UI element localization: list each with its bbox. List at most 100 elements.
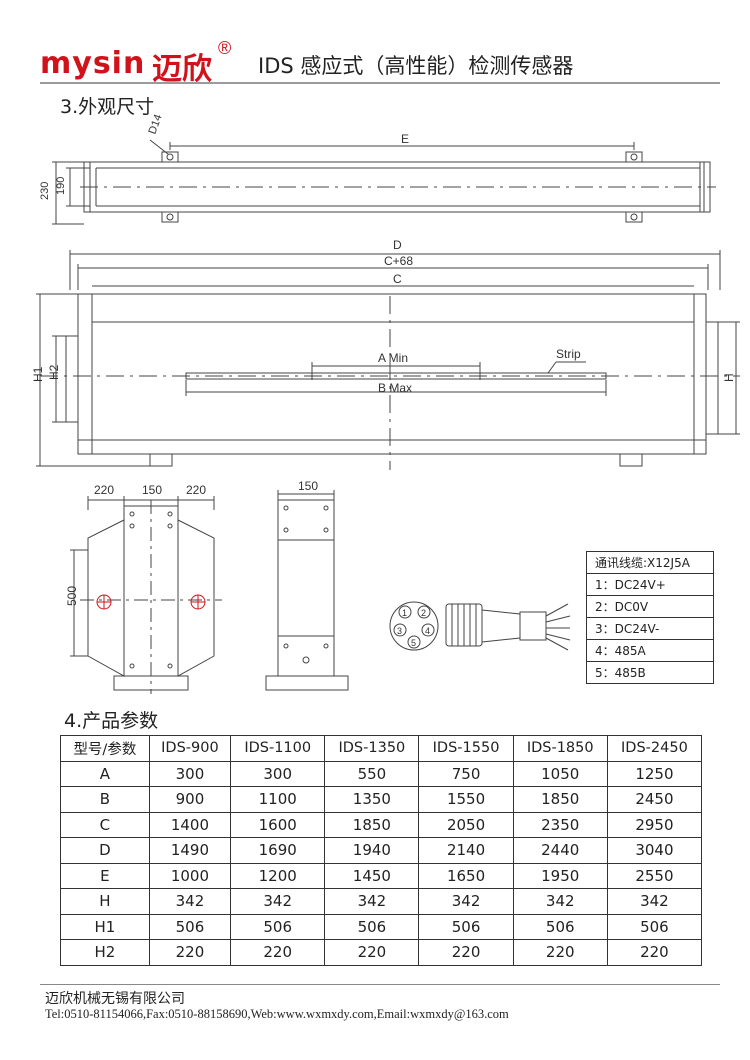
pin-5-label: 5: [411, 638, 416, 648]
spec-value-cell: 220: [324, 939, 420, 966]
top-view: [52, 139, 716, 225]
spec-value-cell: 2450: [606, 786, 703, 813]
dim-190-label: 190: [55, 177, 67, 195]
strip-label: Strip: [556, 347, 581, 361]
spec-value-cell: 1050: [512, 760, 608, 787]
spec-value-cell: 506: [230, 913, 326, 940]
spec-value-cell: 1350: [324, 786, 420, 813]
dim-220a-label: 220: [94, 483, 114, 497]
spec-value-cell: 342: [230, 888, 326, 915]
spec-header-cell: IDS-900: [148, 735, 232, 762]
spec-header-cell: IDS-1550: [418, 735, 514, 762]
dim-500-label: 500: [65, 586, 79, 606]
spec-value-cell: 2440: [512, 837, 608, 864]
spec-param-cell: D: [60, 837, 150, 864]
front-view: [36, 250, 740, 470]
spec-value-cell: 1950: [512, 862, 608, 889]
wiring-pin-4: 4：485A: [586, 639, 714, 662]
wiring-pin-5: 5：485B: [586, 661, 714, 684]
dim-220b-label: 220: [186, 483, 206, 497]
spec-value-cell: 342: [148, 888, 232, 915]
spec-header-cell: IDS-1850: [512, 735, 608, 762]
spec-header-cell: 型号/参数: [60, 735, 150, 762]
spec-value-cell: 750: [418, 760, 514, 787]
spec-value-cell: 220: [230, 939, 326, 966]
spec-value-cell: 1400: [148, 811, 232, 838]
spec-table: 型号/参数 IDS-900 IDS-1100 IDS-1350 IDS-1550…: [60, 735, 703, 966]
dim-b-max-label: B Max: [378, 381, 412, 395]
spec-param-cell: H2: [60, 939, 150, 966]
spec-value-cell: 1450: [324, 862, 420, 889]
spec-value-cell: 220: [512, 939, 608, 966]
spec-value-cell: 1650: [418, 862, 514, 889]
spec-value-cell: 342: [324, 888, 420, 915]
dim-c68-label: C+68: [384, 254, 413, 268]
dim-230-label: 230: [39, 182, 51, 200]
spec-value-cell: 2550: [606, 862, 703, 889]
spec-value-cell: 1490: [148, 837, 232, 864]
spec-header-cell: IDS-1350: [324, 735, 420, 762]
logo-text-cn: 迈欣: [152, 52, 212, 87]
spec-param-cell: E: [60, 862, 150, 889]
spec-value-cell: 1250: [606, 760, 703, 787]
spec-value-cell: 506: [324, 913, 420, 940]
section-3-heading: 3.外观尺寸: [60, 96, 155, 118]
spec-value-cell: 506: [418, 913, 514, 940]
spec-value-cell: 1850: [324, 811, 420, 838]
spec-param-cell: B: [60, 786, 150, 813]
spec-value-cell: 550: [324, 760, 420, 787]
spec-table-header-row: 型号/参数 IDS-900 IDS-1100 IDS-1350 IDS-1550…: [60, 735, 703, 762]
end-view: [265, 490, 349, 691]
spec-value-cell: 1690: [230, 837, 326, 864]
logo-text-en: mysin: [40, 46, 146, 81]
wiring-pin-1: 1：DC24V+: [586, 573, 714, 596]
footer-contact: Tel:0510-81154066,Fax:0510-88158690,Web:…: [45, 1007, 509, 1021]
dim-d-label: D: [393, 238, 402, 252]
dim-d14-label: D14: [147, 113, 165, 136]
spec-param-cell: H: [60, 888, 150, 915]
spec-value-cell: 506: [512, 913, 608, 940]
dim-a-min-label: A Min: [378, 351, 408, 365]
spec-value-cell: 342: [606, 888, 703, 915]
spec-param-cell: C: [60, 811, 150, 838]
spec-value-cell: 2050: [418, 811, 514, 838]
dim-c-label: C: [393, 272, 402, 286]
spec-value-cell: 3040: [606, 837, 703, 864]
pin-1-label: 1: [402, 608, 407, 618]
spec-value-cell: 2350: [512, 811, 608, 838]
spec-value-cell: 300: [148, 760, 232, 787]
spec-value-cell: 1100: [230, 786, 326, 813]
dimension-drawing: E D14 230 190: [31, 113, 740, 694]
footer-divider: [40, 984, 720, 985]
spec-value-cell: 220: [148, 939, 232, 966]
spec-value-cell: 900: [148, 786, 232, 813]
section-4-heading: 4.产品参数: [64, 710, 159, 732]
spec-value-cell: 220: [606, 939, 703, 966]
wiring-pin-2: 2：DC0V: [586, 595, 714, 618]
pin-3-label: 3: [397, 626, 402, 636]
registered-mark: ®: [218, 38, 232, 58]
wiring-title: 通讯线缆:X12J5A: [586, 551, 714, 574]
spec-value-cell: 220: [418, 939, 514, 966]
spec-value-cell: 506: [606, 913, 703, 940]
spec-value-cell: 300: [230, 760, 326, 787]
spec-value-cell: 506: [148, 913, 232, 940]
spec-value-cell: 1940: [324, 837, 420, 864]
wiring-pin-3: 3：DC24V-: [586, 617, 714, 640]
footer-company: 迈欣机械无锡有限公司: [45, 991, 185, 1007]
spec-value-cell: 2140: [418, 837, 514, 864]
dim-e-label: E: [401, 132, 409, 146]
spec-value-cell: 1000: [148, 862, 232, 889]
spec-value-cell: 1600: [230, 811, 326, 838]
connector-view: [389, 601, 571, 651]
dim-h2-label: H2: [47, 364, 61, 380]
spec-header-cell: IDS-2450: [606, 735, 703, 762]
